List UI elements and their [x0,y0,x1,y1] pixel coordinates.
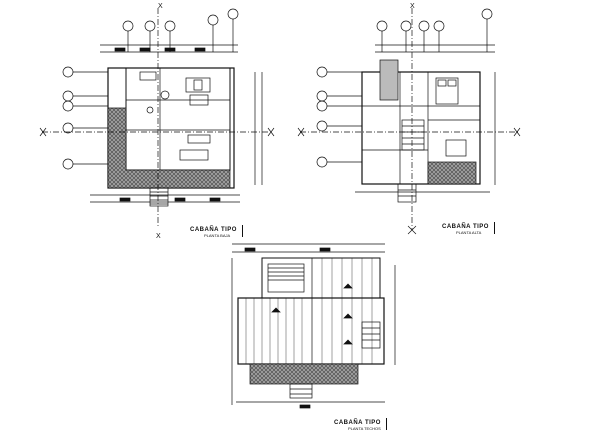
caption-bar [385,418,387,430]
upper-floor-title: CABAÑA TIPO [442,224,489,230]
caption-bar [493,222,495,234]
upper-floor-plan [297,8,521,235]
roof-title: CABAÑA TIPO [334,420,381,426]
axis-label-top-left: X [158,3,163,10]
axis-label-top-right: X [410,3,415,10]
upper-floor-caption: CABAÑA TIPO PLANTA ALTA [442,222,495,235]
roof-plank-lines [245,258,373,364]
roof-plan [231,243,396,409]
ground-floor-subtitle: PLANTA BAJA [204,233,231,238]
ground-floor-plan [39,8,275,228]
ground-floor-caption: CABAÑA TIPO PLANTA BAJA [190,225,243,238]
upper-floor-subtitle: PLANTA ALTA [456,230,482,235]
ground-floor-title: CABAÑA TIPO [190,227,237,233]
caption-bar [241,225,243,237]
axis-label-bottom-left: X [156,233,161,240]
roof-caption: CABAÑA TIPO PLANTA TECHOS [334,418,387,431]
roof-subtitle: PLANTA TECHOS [348,426,381,431]
